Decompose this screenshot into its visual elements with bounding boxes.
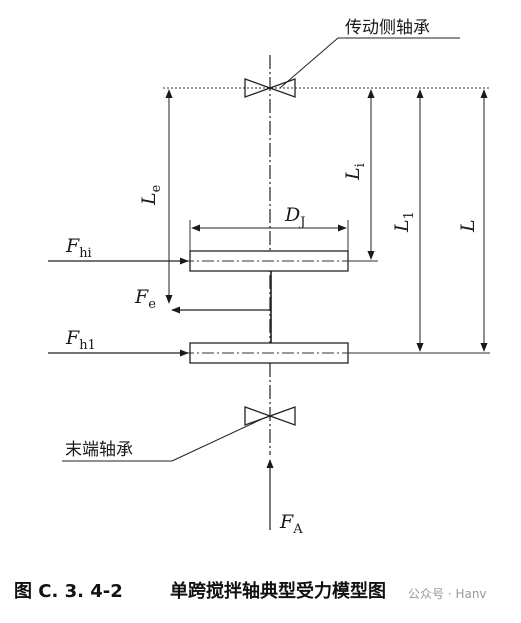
fh1-label: Fh1 <box>65 327 96 353</box>
figure-title: 单跨搅拌轴典型受力模型图 <box>170 580 386 602</box>
le-label: Le <box>138 184 164 206</box>
end-bearing-leader <box>171 418 263 462</box>
l-label: L <box>457 219 479 233</box>
end-bearing-label: 末端轴承 <box>65 440 133 460</box>
drive-bearing-label: 传动侧轴承 <box>345 18 430 38</box>
drive-bearing-symbol <box>244 78 296 98</box>
li-label: Li <box>342 163 368 181</box>
l1-label: L1 <box>391 211 417 233</box>
dj-label: DJ <box>284 204 305 230</box>
drive-bearing-leader <box>279 37 339 89</box>
fa-label: FA <box>279 511 303 537</box>
fe-label: Fe <box>134 286 156 312</box>
watermark: 公众号 · Hanv <box>408 587 487 601</box>
end-bearing-symbol <box>244 406 296 426</box>
figure-number: 图 C. 3. 4-2 <box>14 581 123 602</box>
fhi-label: Fhi <box>65 235 92 261</box>
